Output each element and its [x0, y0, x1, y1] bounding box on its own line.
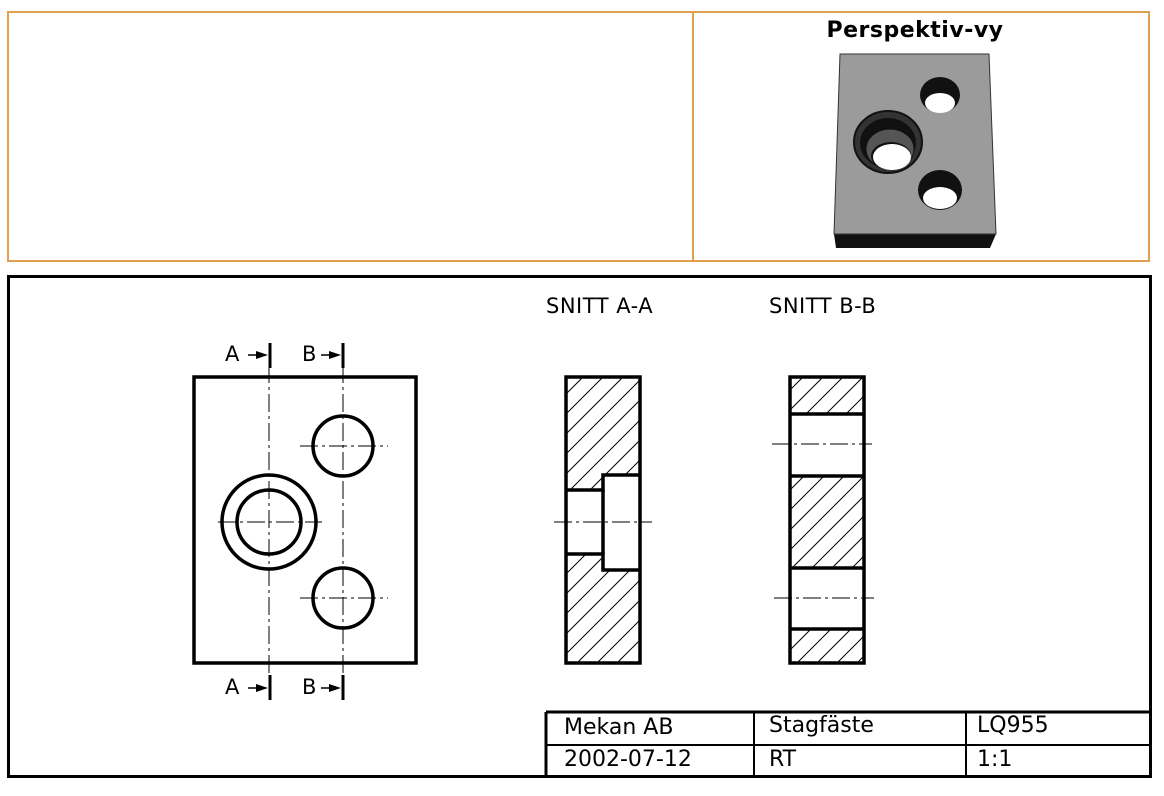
- perspective-view: [833, 53, 997, 248]
- top-panel-divider: [692, 13, 694, 260]
- title-block: [544, 710, 1152, 778]
- title-block-drawing-no: LQ955: [977, 713, 1049, 738]
- cut-label-b-bottom: B: [302, 675, 317, 699]
- top-panel: [7, 11, 1150, 262]
- section-b-b: [772, 375, 874, 665]
- title-block-scale: 1:1: [977, 747, 1013, 772]
- title-block-company: Mekan AB: [564, 715, 674, 740]
- section-a-a: [554, 375, 652, 665]
- title-block-part-name: Stagfäste: [769, 713, 874, 738]
- title-block-drawn-by: RT: [769, 747, 797, 772]
- cut-label-b-top: B: [302, 342, 317, 366]
- front-view-outline: [192, 375, 418, 665]
- cut-label-a-top: A: [225, 342, 240, 366]
- title-block-date: 2002-07-12: [564, 747, 692, 772]
- front-view: [192, 343, 418, 700]
- cut-label-a-bottom: A: [225, 675, 240, 699]
- section-a-title: SNITT A-A: [546, 294, 654, 318]
- drawing-sheet: [7, 275, 1152, 778]
- section-b-title: SNITT B-B: [769, 294, 877, 318]
- perspective-title: Perspektiv-vy: [826, 18, 1004, 43]
